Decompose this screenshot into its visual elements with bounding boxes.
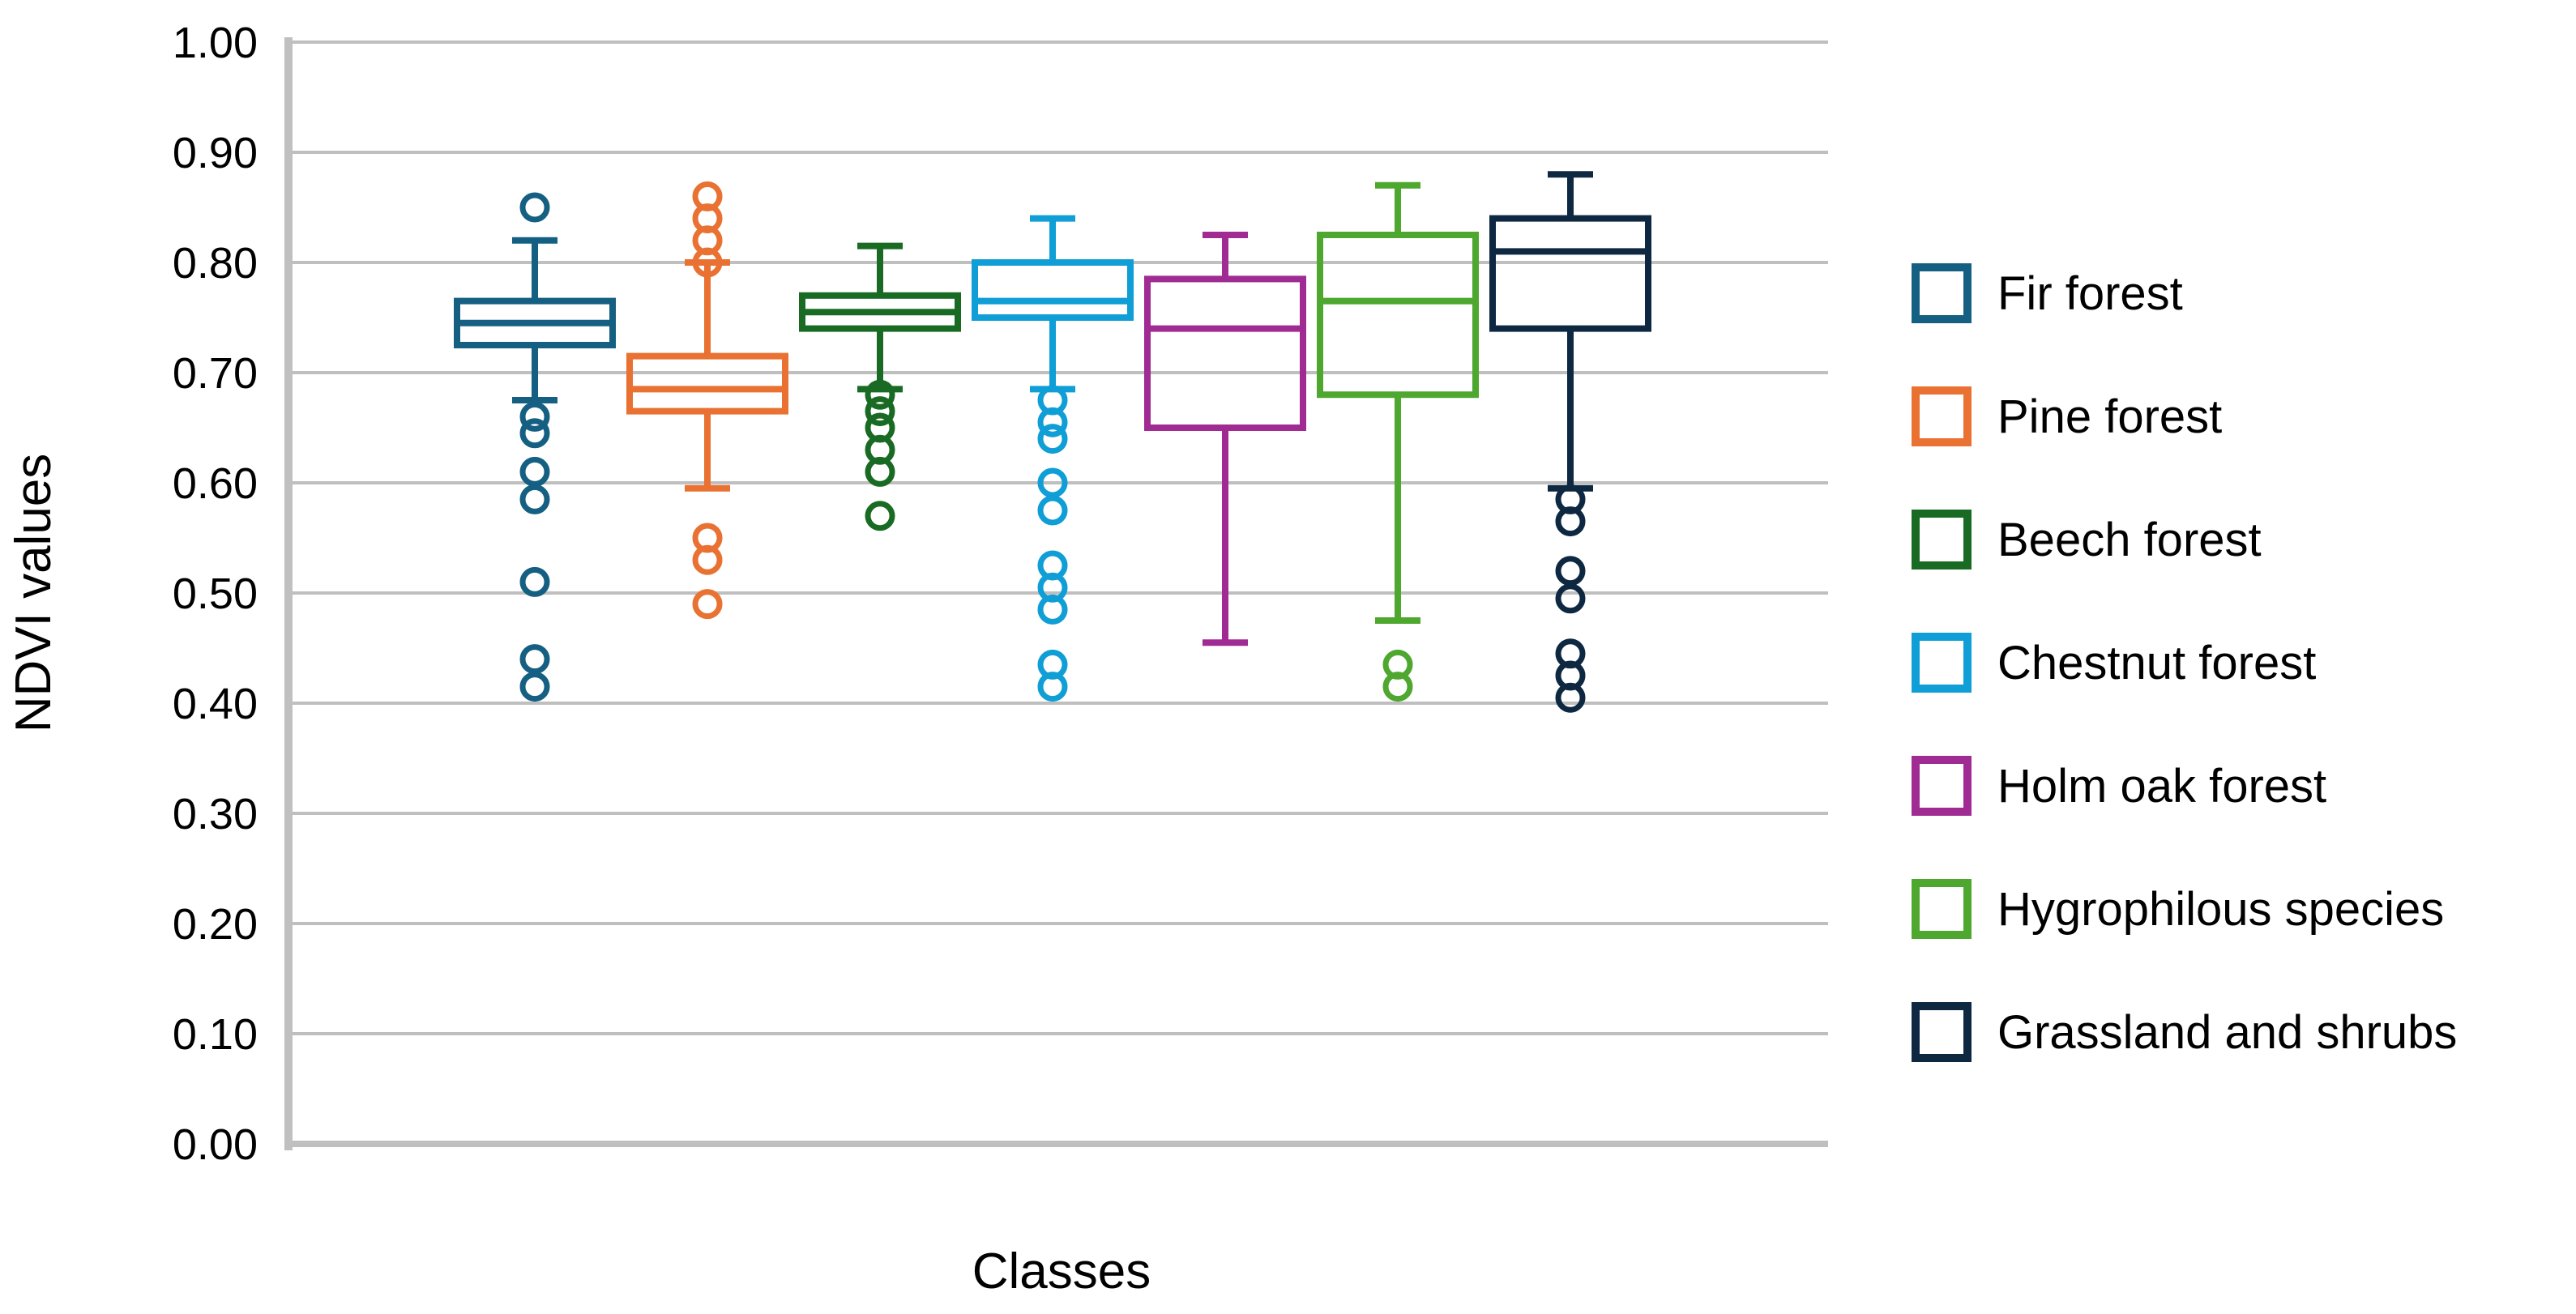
- pine-forest-outlier-icon: [692, 589, 723, 620]
- gridlines: [288, 41, 1828, 1147]
- legend-item-hygrophilous-species: Hygrophilous species: [1912, 879, 2444, 939]
- y-tick-label: 1.00: [173, 19, 258, 67]
- grassland-and-shrubs-outlier-icon: [1555, 682, 1586, 713]
- fir-forest-outlier-icon: [519, 484, 550, 514]
- boxplot-chestnut-forest: [972, 215, 1134, 702]
- fir-forest-outlier-icon: [519, 644, 550, 675]
- pine-forest-outlier-icon: [692, 544, 723, 575]
- legend-label: Hygrophilous species: [1997, 883, 2444, 936]
- y-tick-label: 0.80: [173, 239, 258, 288]
- hygrophilous-species-box: [1317, 232, 1479, 399]
- fir-forest-outlier-icon: [519, 401, 550, 432]
- chestnut-forest-outlier-icon: [1037, 594, 1068, 625]
- fir-forest-legend-swatch-icon: [1912, 263, 1972, 323]
- holm-oak-forest-legend-swatch-icon: [1912, 756, 1972, 816]
- y-axis-tick-labels: 1.00 0.90 0.80 0.70 0.60 0.50 0.40 0.30 0.20 0.10…: [173, 19, 258, 1169]
- boxplot-beech-forest: [799, 242, 961, 531]
- y-tick-label: 0.30: [173, 790, 258, 838]
- pine-forest-outlier-icon: [692, 247, 723, 278]
- pine-forest-legend-swatch-icon: [1912, 386, 1972, 446]
- beech-forest-outlier-icon: [865, 396, 895, 427]
- y-tick-label: 0.50: [173, 570, 258, 618]
- chestnut-forest-outlier-icon: [1037, 407, 1068, 437]
- fir-forest-outlier-icon: [519, 672, 550, 702]
- series-marks: [454, 171, 1651, 713]
- chestnut-forest-outlier-icon: [1037, 424, 1068, 454]
- grassland-and-shrubs-outlier-icon: [1555, 583, 1586, 614]
- grassland-and-shrubs-legend-swatch-icon: [1912, 1002, 1972, 1062]
- beech-forest-outlier-icon: [865, 379, 895, 410]
- hygrophilous-species-outlier-icon: [1382, 672, 1413, 702]
- y-tick-label: 0.70: [173, 349, 258, 398]
- legend-label: Fir forest: [1997, 267, 2183, 320]
- beech-forest-legend-swatch-icon: [1912, 510, 1972, 570]
- beech-forest-outlier-icon: [865, 456, 895, 487]
- y-tick-label: 0.00: [173, 1120, 258, 1169]
- y-tick-label: 0.20: [173, 900, 258, 949]
- boxplot-pine-forest: [626, 181, 788, 620]
- beech-forest-outlier-icon: [865, 501, 895, 531]
- grassland-and-shrubs-outlier-icon: [1555, 556, 1586, 587]
- hygrophilous-species-legend-swatch-icon: [1912, 879, 1972, 939]
- boxplot-fir-forest: [454, 192, 616, 702]
- chestnut-forest-outlier-icon: [1037, 467, 1068, 498]
- y-tick-label: 0.10: [173, 1010, 258, 1059]
- legend-item-holm-oak-forest: Holm oak forest: [1912, 756, 2326, 816]
- legend-item-grassland-and-shrubs: Grassland and shrubs: [1912, 1002, 2457, 1062]
- legend-item-pine-forest: Pine forest: [1912, 386, 2222, 446]
- y-tick-label: 0.60: [173, 459, 258, 508]
- boxplot-hygrophilous-species: [1317, 181, 1479, 702]
- chestnut-forest-outlier-icon: [1037, 495, 1068, 526]
- legend-label: Chestnut forest: [1997, 637, 2316, 689]
- legend-item-chestnut-forest: Chestnut forest: [1912, 633, 2316, 693]
- x-axis-title: Classes: [972, 1244, 1151, 1299]
- chestnut-forest-legend-swatch-icon: [1912, 633, 1972, 693]
- boxplot-grassland-and-shrubs: [1489, 171, 1651, 713]
- fir-forest-outlier-icon: [519, 192, 550, 223]
- grassland-and-shrubs-outlier-icon: [1555, 506, 1586, 537]
- fir-forest-outlier-icon: [519, 418, 550, 449]
- fir-forest-outlier-icon: [519, 456, 550, 487]
- legend-label: Pine forest: [1997, 390, 2222, 443]
- legend-label: Beech forest: [1997, 514, 2262, 566]
- y-axis-title: NDVI values: [6, 454, 62, 733]
- legend-item-fir-forest: Fir forest: [1912, 263, 2183, 323]
- chestnut-forest-outlier-icon: [1037, 672, 1068, 702]
- boxplot-holm-oak-forest: [1144, 232, 1306, 646]
- y-tick-label: 0.90: [173, 129, 258, 177]
- fir-forest-outlier-icon: [519, 566, 550, 597]
- y-tick-label: 0.40: [173, 680, 258, 728]
- legend-label: Holm oak forest: [1997, 760, 2326, 813]
- chestnut-forest-box: [972, 259, 1134, 321]
- holm-oak-forest-box: [1144, 275, 1306, 431]
- grassland-and-shrubs-box: [1489, 215, 1651, 332]
- legend-label: Grassland and shrubs: [1997, 1006, 2457, 1059]
- pine-forest-box: [626, 352, 788, 415]
- legend-item-beech-forest: Beech forest: [1912, 510, 2262, 570]
